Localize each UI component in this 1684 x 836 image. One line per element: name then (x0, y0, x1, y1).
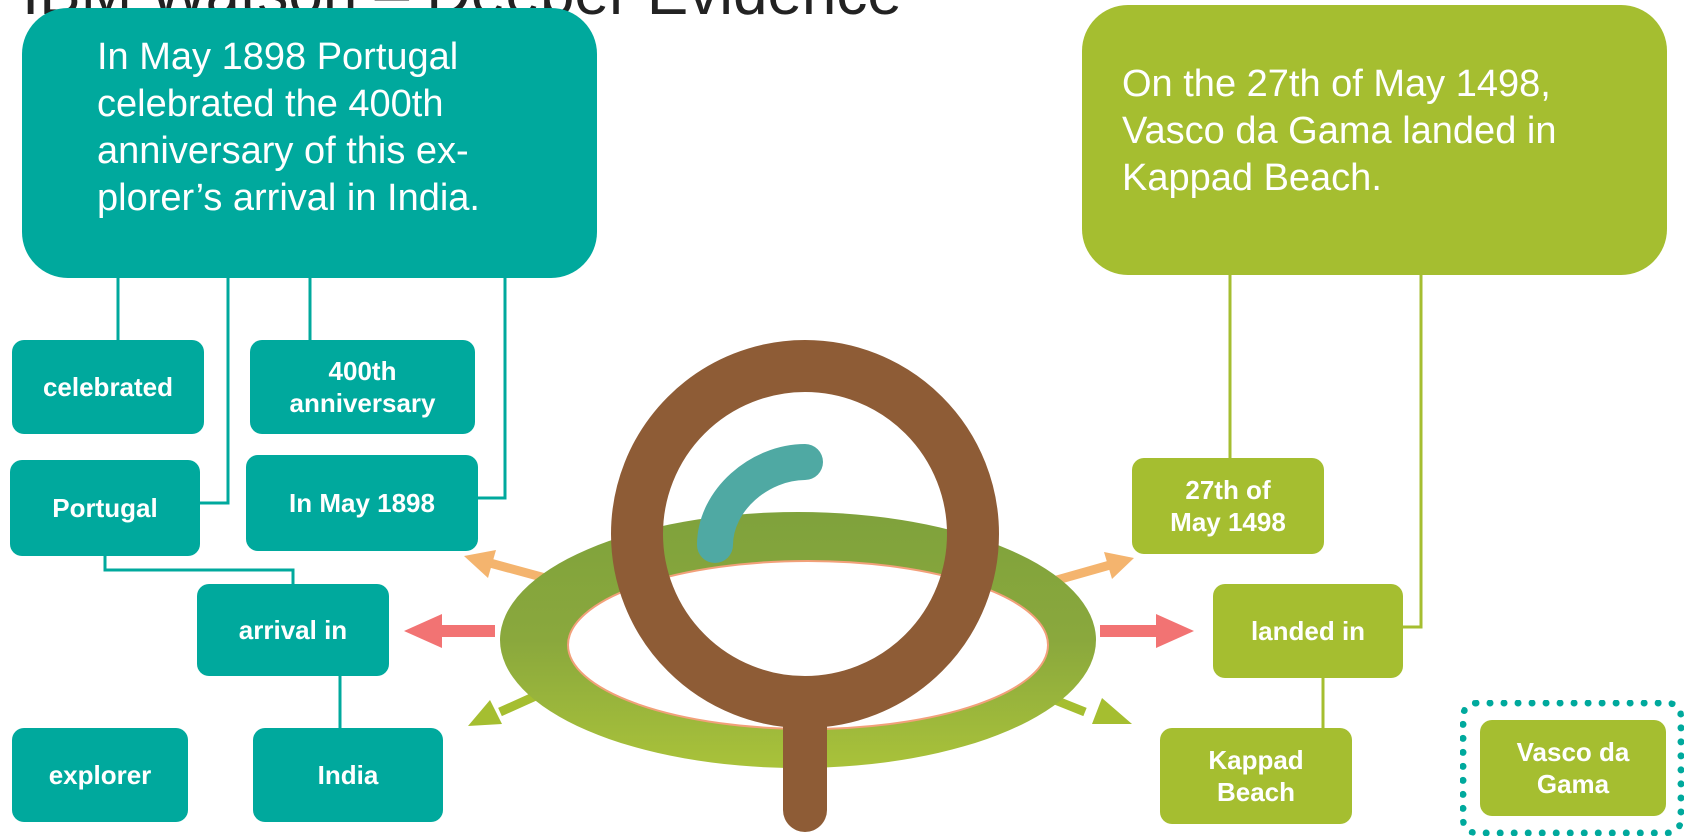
answer-selection-outline (1460, 700, 1684, 836)
link-portugal (200, 278, 230, 505)
term-label: arrival in (238, 615, 348, 645)
question-line: In May 1898 Portugal (97, 36, 459, 78)
evidence-line: Kappad Beach. (1122, 157, 1382, 199)
term-label: Beach (1216, 777, 1296, 807)
answer-vasco-da-gama: Vasco da Gama (1480, 720, 1666, 816)
green-arrow-left (468, 689, 542, 726)
lens-glare (697, 444, 823, 563)
term-label: landed in (1250, 616, 1366, 646)
question-line: plorer’s arrival in India. (97, 177, 480, 219)
term-label: In May 1898 (289, 488, 435, 518)
question-line: celebrated the 400th (97, 83, 444, 125)
term-label: 27th of (1185, 475, 1271, 505)
left-arrow-icon (404, 614, 495, 648)
magnifying-glass-icon (611, 340, 999, 832)
term-explorer: explorer (12, 728, 188, 822)
term-celebrated: celebrated (12, 340, 204, 434)
term-label: anniversary (289, 388, 436, 418)
term-india: India (253, 728, 443, 822)
right-arrow-icon (1100, 614, 1194, 648)
link-landed (1403, 275, 1423, 629)
term-may-1898: In May 1898 (246, 455, 478, 551)
term-location: Kappad Beach (1160, 728, 1352, 824)
term-label: India (317, 760, 379, 790)
term-portugal: Portugal (10, 460, 200, 556)
term-label: May 1498 (1170, 507, 1286, 537)
evidence-bubble: On the 27th of May 1498, Vasco da Gama l… (1082, 5, 1667, 275)
term-label: Vasco da (1516, 737, 1630, 767)
link-may-1898 (478, 278, 507, 500)
question-line: anniversary of this ex- (97, 130, 469, 172)
term-landed-in: landed in (1213, 584, 1403, 678)
term-date: 27th of May 1498 (1132, 458, 1324, 554)
term-label: Gama (1536, 769, 1610, 799)
link-arrival (103, 555, 295, 584)
term-label: explorer (48, 760, 152, 790)
term-label: celebrated (42, 372, 174, 402)
question-bubble: In May 1898 Portugal celebrated the 400t… (22, 8, 597, 278)
term-arrival-in: arrival in (197, 584, 389, 676)
term-label: Kappad (1208, 745, 1304, 775)
term-anniversary: 400th anniversary (250, 340, 475, 434)
orange-arrow-right (1048, 552, 1134, 587)
term-label: Portugal (52, 493, 158, 523)
evidence-line: On the 27th of May 1498, (1122, 63, 1551, 105)
term-label: 400th (328, 356, 397, 386)
evidence-line: Vasco da Gama landed in (1122, 110, 1557, 152)
